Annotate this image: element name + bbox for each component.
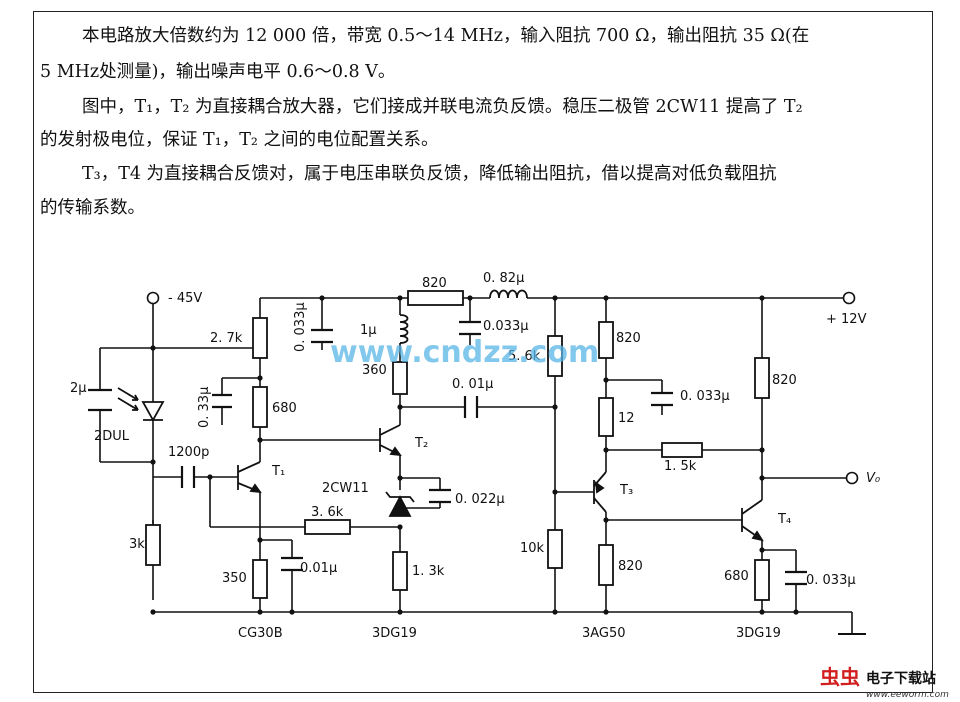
label-c-0033u-t4: 0. 033μ xyxy=(806,573,856,588)
label-supply-neg: - 45V xyxy=(168,291,202,306)
watermark-text: www.cndzz.com xyxy=(330,335,599,370)
capacitor-1200p xyxy=(180,466,196,488)
resistor-820-t3 xyxy=(598,321,614,359)
photodiode-2dul xyxy=(117,387,165,422)
capacitor-0033u-t3 xyxy=(651,391,673,407)
label-t1: T₁ xyxy=(271,464,285,479)
label-c-0033u-mid: 0.033μ xyxy=(483,319,529,334)
resistor-820-top xyxy=(407,290,464,306)
label-r-10k: 10k xyxy=(520,541,545,556)
label-c-001u-t1: 0.01μ xyxy=(300,561,337,576)
label-c-0022u: 0. 022μ xyxy=(455,492,505,507)
capacitor-0033u-mid xyxy=(459,320,481,336)
label-part-t4: 3DG19 xyxy=(736,626,781,641)
resistor-820-t3-emitter xyxy=(598,544,614,586)
supply-pos-terminal xyxy=(842,291,856,305)
label-r-680-t4: 680 xyxy=(724,569,749,584)
label-supply-pos: + 12V xyxy=(826,312,867,327)
supply-neg-terminal xyxy=(146,291,160,305)
paragraph-3-line-1: T₃，T4 为直接耦合反馈对，属于电压串联负反馈，降低输出阻抗，借以提高对低负载… xyxy=(82,164,777,184)
capacitor-0022u xyxy=(429,488,451,504)
label-r-2k7: 2. 7k xyxy=(210,331,243,346)
label-l-1u: 1μ xyxy=(360,323,377,338)
label-part-t1: CG30B xyxy=(238,626,283,641)
resistor-350 xyxy=(252,559,268,599)
label-r-3k: 3k xyxy=(129,537,145,552)
zener-2cw11 xyxy=(385,491,415,517)
label-t4: T₄ xyxy=(777,512,791,527)
transistor-t2 xyxy=(379,424,402,457)
resistor-1k5 xyxy=(661,442,703,458)
output-terminal xyxy=(845,471,859,485)
resistor-820-t4 xyxy=(754,357,770,399)
capacitors xyxy=(88,320,807,586)
label-part-t2: 3DG19 xyxy=(372,626,417,641)
label-c-1200p: 1200p xyxy=(168,445,209,460)
resistors xyxy=(145,290,770,601)
capacitor-001u-coupling xyxy=(463,396,479,418)
logo-url: www.eeworm.com xyxy=(866,690,949,700)
logo-bug-text: 虫虫 xyxy=(820,665,860,689)
label-r-820-t3e: 820 xyxy=(618,559,643,574)
resistor-2k7 xyxy=(252,317,268,359)
resistor-1k3 xyxy=(392,551,408,591)
resistor-10k xyxy=(547,529,563,569)
resistor-3k6-feedback xyxy=(304,519,351,535)
label-r-680-t1: 680 xyxy=(272,401,297,416)
resistor-3k-input xyxy=(145,524,161,566)
junction-dots xyxy=(150,295,799,615)
label-c-033u-vert: 0. 33μ xyxy=(197,387,212,428)
transistor-t1 xyxy=(237,461,262,494)
label-output: V₀ xyxy=(866,471,881,486)
label-r-1k3: 1. 3k xyxy=(412,564,445,579)
wires xyxy=(99,297,853,634)
label-r-3k6: 3. 6k xyxy=(311,505,344,520)
label-r-820-t3: 820 xyxy=(616,331,641,346)
paragraph-2-line-2: 的发射极电位，保证 T₁，T₂ 之间的电位配置关系。 xyxy=(40,130,439,150)
label-r-350: 350 xyxy=(222,571,247,586)
label-t2: T₂ xyxy=(414,436,428,451)
paragraph-1-line-2: 5 MHz处测量)，输出噪声电平 0.6～0.8 V。 xyxy=(40,62,396,82)
label-r-820-top: 820 xyxy=(422,276,447,291)
inductor-1u xyxy=(399,314,409,344)
transistor-t3 xyxy=(593,471,607,513)
resistor-5k6 xyxy=(547,335,563,377)
capacitor-0033u-t4 xyxy=(785,570,807,586)
resistor-680-t1 xyxy=(252,386,268,428)
label-r-360: 360 xyxy=(362,363,387,378)
label-r-5k6: 5. 6k xyxy=(508,349,541,364)
capacitor-001u-t1 xyxy=(281,556,303,572)
label-r-1k5: 1. 5k xyxy=(664,459,697,474)
resistor-12 xyxy=(598,397,614,437)
label-l-082u: 0. 82μ xyxy=(483,271,524,286)
label-t3: T₃ xyxy=(619,483,633,498)
logo-name: 电子下载站 xyxy=(866,670,936,687)
capacitor-2u xyxy=(88,388,112,412)
label-r-820-t4: 820 xyxy=(772,373,797,388)
resistor-360 xyxy=(392,361,408,395)
label-r-12: 12 xyxy=(618,411,635,426)
transistor-t4 xyxy=(741,499,764,542)
resistor-680-t4 xyxy=(754,559,770,601)
inductor-082u xyxy=(489,289,528,299)
figure-frame xyxy=(33,11,933,693)
paragraph-2-line-1: 图中，T₁，T₂ 为直接耦合放大器，它们接成并联电流负反馈。稳压二极管 2CW1… xyxy=(82,97,803,117)
label-2dul: 2DUL xyxy=(94,429,130,444)
label-c-001u-mid: 0. 01μ xyxy=(452,377,493,392)
capacitor-033u-vert xyxy=(212,393,232,409)
paragraph-3-line-2: 的传输系数。 xyxy=(40,198,145,218)
label-zener-2cw11: 2CW11 xyxy=(322,481,369,496)
capacitor-0033u-top xyxy=(311,328,333,344)
label-c-0033u-top: 0. 033μ xyxy=(293,302,308,352)
paragraph-1-line-1: 本电路放大倍数约为 12 000 倍，带宽 0.5～14 MHz，输入阻抗 70… xyxy=(82,26,810,46)
label-c-0033u-t3: 0. 033μ xyxy=(680,389,730,404)
label-c-2u: 2μ xyxy=(70,381,87,396)
label-part-t3: 3AG50 xyxy=(582,626,626,641)
